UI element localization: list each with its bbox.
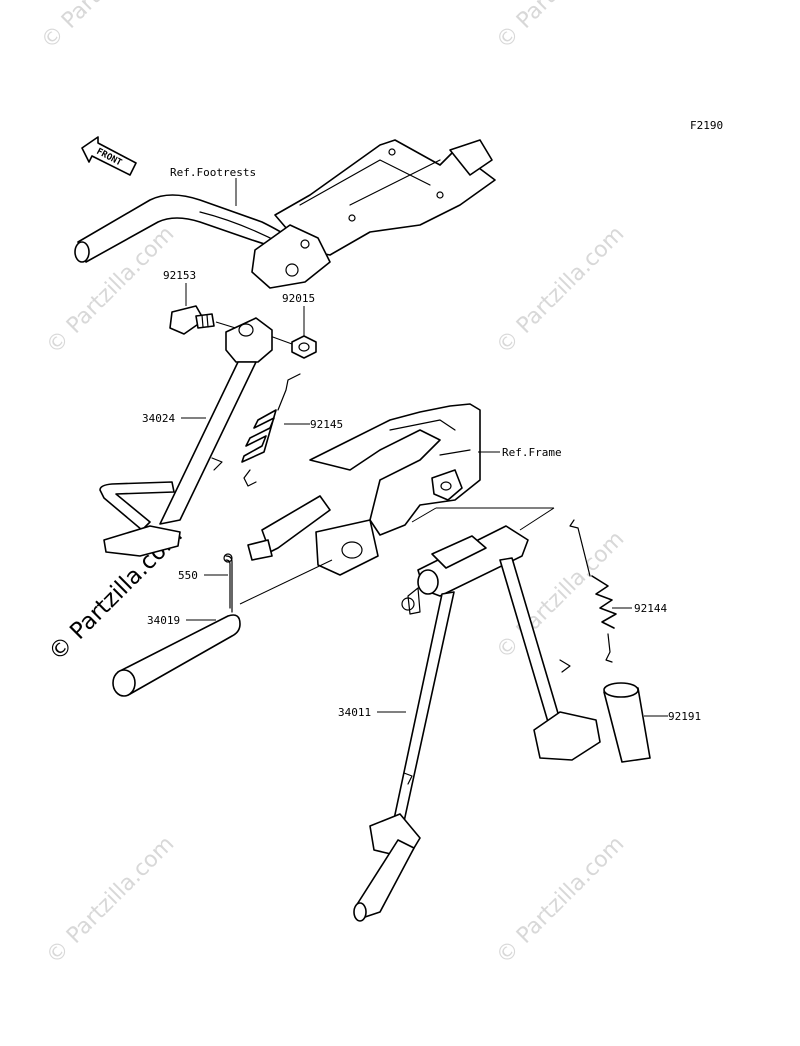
reference-label-frame: Ref.Frame (502, 446, 562, 459)
center-stand-34011 (353, 525, 601, 922)
spring-92145 (241, 373, 301, 487)
part-label-92153: 92153 (163, 269, 196, 282)
frame-reference-drawing (247, 403, 481, 576)
part-label-550: 550 (178, 569, 198, 582)
part-label-92144: 92144 (634, 602, 667, 615)
watermark: © Partzilla.com (37, 0, 175, 54)
part-label-34019: 34019 (147, 614, 180, 627)
watermark: © Partzilla.com (42, 832, 180, 970)
reference-label-footrests: Ref.Footrests (170, 166, 256, 179)
bolt-92153 (169, 305, 215, 335)
pivot-pin-34019 (112, 614, 241, 697)
watermark: © Partzilla.com (492, 222, 630, 360)
watermark: © Partzilla.com (492, 832, 630, 970)
spring-92144 (569, 519, 617, 663)
part-label-92015: 92015 (282, 292, 315, 305)
footrest-reference-drawing (74, 139, 496, 289)
watermark: © Partzilla.com (492, 0, 630, 54)
cotter-pin-550 (223, 553, 233, 613)
part-label-34011: 34011 (338, 706, 371, 719)
figure-code: F2190 (690, 119, 723, 132)
nut-92015 (291, 335, 317, 359)
part-label-34024: 34024 (142, 412, 175, 425)
front-arrow-icon: FRONT (81, 136, 137, 176)
part-label-92191: 92191 (668, 710, 701, 723)
part-label-92145: 92145 (310, 418, 343, 431)
sleeve-92191 (603, 682, 651, 763)
side-stand-34024 (99, 317, 273, 557)
